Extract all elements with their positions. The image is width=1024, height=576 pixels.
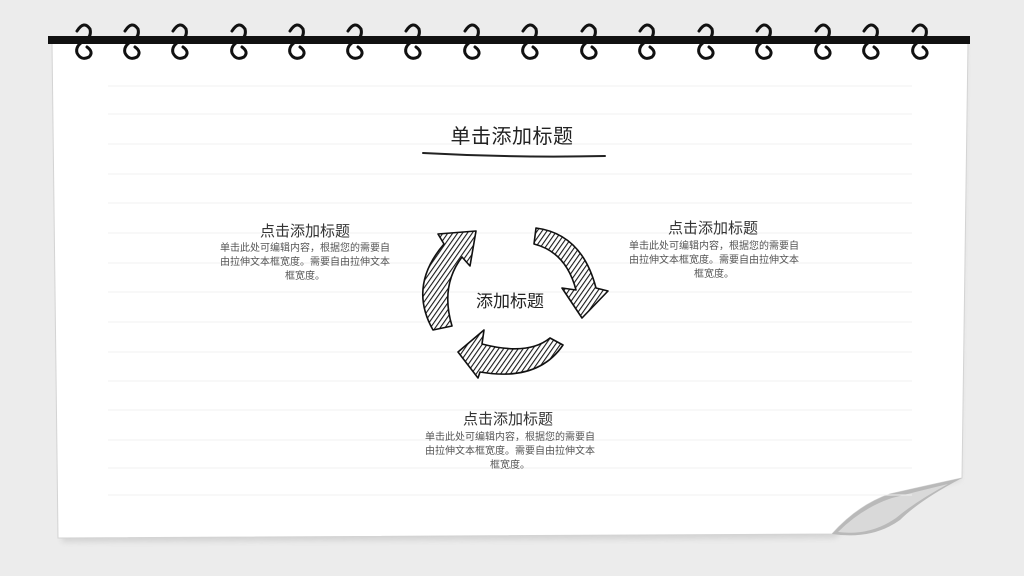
right-block-title[interactable]: 点击添加标题 xyxy=(667,219,758,237)
title-underline xyxy=(422,152,606,158)
spiral-ring-icon xyxy=(755,23,773,60)
spiral-ring-icon xyxy=(638,23,656,60)
spiral-ring-icon xyxy=(171,23,189,60)
spiral-ring-icon xyxy=(862,23,880,60)
left-block-title[interactable]: 点击添加标题 xyxy=(259,222,350,240)
slide-title[interactable]: 单击添加标题 xyxy=(450,124,574,148)
bottom-block-body[interactable]: 单击此处可编辑内容，根据您的需要自由拉伸文本框宽度。需要自由拉伸文本框宽度。 xyxy=(425,432,595,471)
spiral-ring-icon xyxy=(814,23,832,60)
spiral-ring-icon xyxy=(911,23,929,60)
spiral-ring-icon xyxy=(463,23,481,60)
spiral-ring-icon xyxy=(580,23,598,60)
right-block-body[interactable]: 单击此处可编辑内容，根据您的需要自由拉伸文本框宽度。需要自由拉伸文本框宽度。 xyxy=(629,241,799,280)
binding-bar xyxy=(48,36,970,44)
spiral-ring-icon xyxy=(521,23,539,60)
left-block-body[interactable]: 单击此处可编辑内容，根据您的需要自由拉伸文本框宽度。需要自由拉伸文本框宽度。 xyxy=(220,243,390,282)
cycle-arrow-2 xyxy=(421,230,477,331)
spiral-ring-icon xyxy=(697,23,715,60)
spiral-ring-icon xyxy=(230,23,248,60)
spiral-ring-icon xyxy=(75,23,93,60)
center-label[interactable]: 添加标题 xyxy=(476,292,544,312)
spiral-ring-icon xyxy=(123,23,141,60)
bottom-block-title[interactable]: 点击添加标题 xyxy=(462,410,553,428)
cycle-arrow-3 xyxy=(457,329,564,379)
cycle-arrow-1 xyxy=(533,227,609,319)
spiral-ring-icon xyxy=(404,23,422,60)
spiral-ring-icon xyxy=(75,23,929,60)
page-curl-highlight xyxy=(838,484,948,533)
spiral-ring-icon xyxy=(346,23,364,60)
spiral-ring-icon xyxy=(288,23,306,60)
ruled-lines xyxy=(108,85,912,496)
cycle-arrows-icon xyxy=(421,227,609,379)
